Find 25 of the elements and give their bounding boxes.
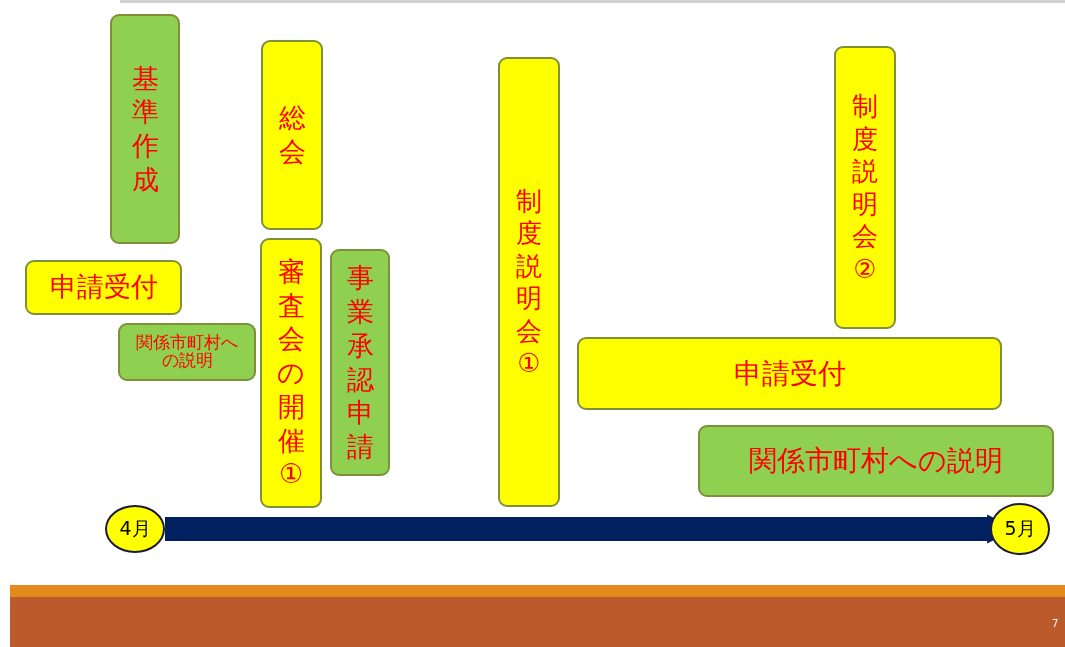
- task-box: [110, 14, 180, 244]
- task-label: 基準作成: [130, 61, 160, 197]
- task-box: [330, 249, 390, 476]
- task-box: [834, 46, 896, 329]
- task-box: [698, 425, 1054, 497]
- task-box: [498, 57, 560, 507]
- task-box: [261, 40, 323, 230]
- task-box: [260, 238, 322, 508]
- month-label: 5月: [1004, 519, 1036, 539]
- page-number: 7: [1052, 618, 1059, 629]
- month-label: 4月: [119, 519, 151, 539]
- task-label: 申請受付: [733, 358, 846, 389]
- task-label: 申請受付: [49, 273, 158, 302]
- month-marker: [105, 505, 165, 553]
- task-label: 関係市町村への説明: [749, 446, 1003, 476]
- task-label: 制度説明会①: [515, 184, 543, 380]
- task-label: 制度説明会②: [851, 90, 879, 285]
- month-marker: [990, 503, 1050, 555]
- task-box: [577, 337, 1002, 410]
- task-label: 総会: [277, 101, 307, 169]
- task-label: 関係市町村への説明: [135, 334, 239, 370]
- task-box: [118, 323, 256, 381]
- task-label: 審査会の開催①: [276, 254, 306, 492]
- task-box: [25, 260, 182, 315]
- task-label: 事業承認申請: [345, 261, 375, 464]
